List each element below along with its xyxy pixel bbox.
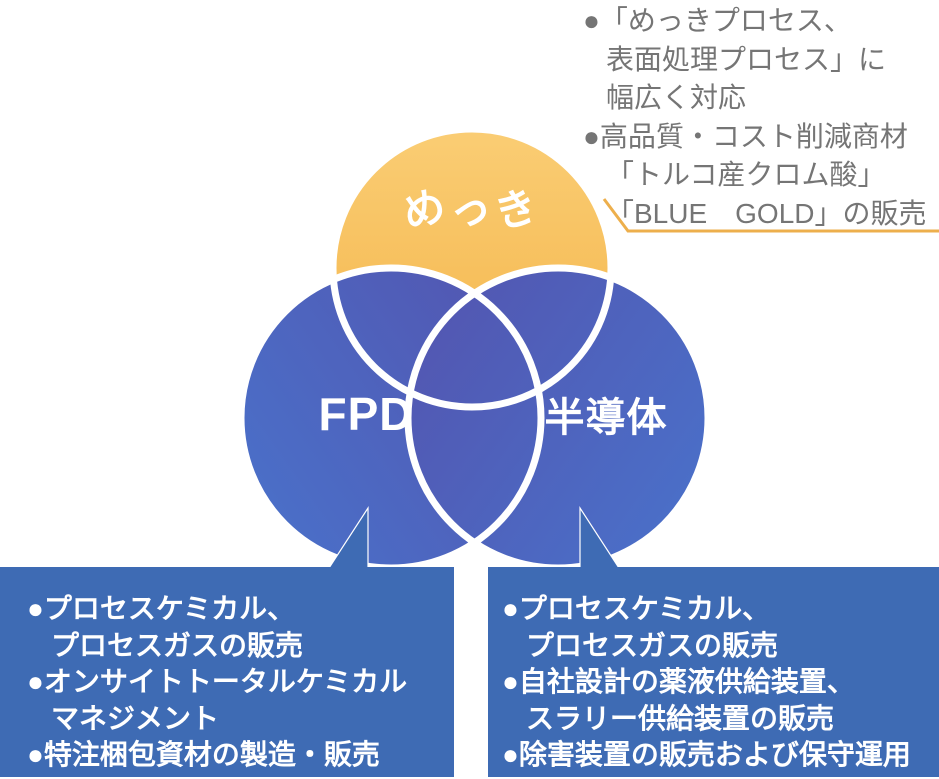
semiconductor-box-line: プロセスガスの販売	[526, 629, 779, 661]
fpd-box-line: プロセスガスの販売	[51, 629, 304, 661]
semiconductor-circle	[408, 268, 708, 568]
fpd-box-line: ●オンサイトトータルケミカル	[27, 666, 408, 697]
semiconductor-box-line: スラリー供給装置の販売	[526, 702, 835, 734]
plating-note-text: ●「めっきプロセス、 表面処理プロセス」に 幅広く対応 ●高品質・コスト削減商材…	[583, 2, 939, 233]
plating-note-line: ●「めっきプロセス、	[583, 5, 852, 36]
fpd-callout-box: ●プロセスケミカル、 プロセスガスの販売 ●オンサイトトータルケミカル マネジメ…	[0, 567, 454, 777]
plating-note-line: 表面処理プロセス」に	[606, 43, 887, 75]
semiconductor-box-line: ●自社設計の薬液供給装置、	[502, 666, 855, 697]
fpd-circle-label: FPD	[318, 388, 414, 440]
plating-note-line: ●高品質・コスト削減商材	[583, 120, 908, 152]
plating-circle-outline	[329, 125, 615, 411]
semiconductor-circle-label: 半導体	[544, 396, 668, 440]
semiconductor-callout-box: ●プロセスケミカル、 プロセスガスの販売 ●自社設計の薬液供給装置、 スラリー供…	[488, 567, 939, 777]
fpd-box-line: マネジメント	[51, 702, 220, 734]
fpd-box-line: ●特注梱包資材の製造・販売	[27, 739, 380, 770]
semiconductor-box-line: ●除害装置の販売および保守運用	[502, 739, 911, 770]
plating-note-line: 「トルコ産クロム酸」	[606, 159, 886, 190]
plating-circle-label: めっき	[396, 179, 547, 239]
plating-note-line: 幅広く対応	[606, 82, 747, 113]
semiconductor-box-line: ●プロセスケミカル、	[502, 593, 771, 624]
plating-note-line: 「BLUE GOLD」の販売	[606, 197, 927, 229]
plating-note-leader-line	[602, 198, 939, 233]
fpd-box-line: ●プロセスケミカル、	[27, 593, 296, 624]
